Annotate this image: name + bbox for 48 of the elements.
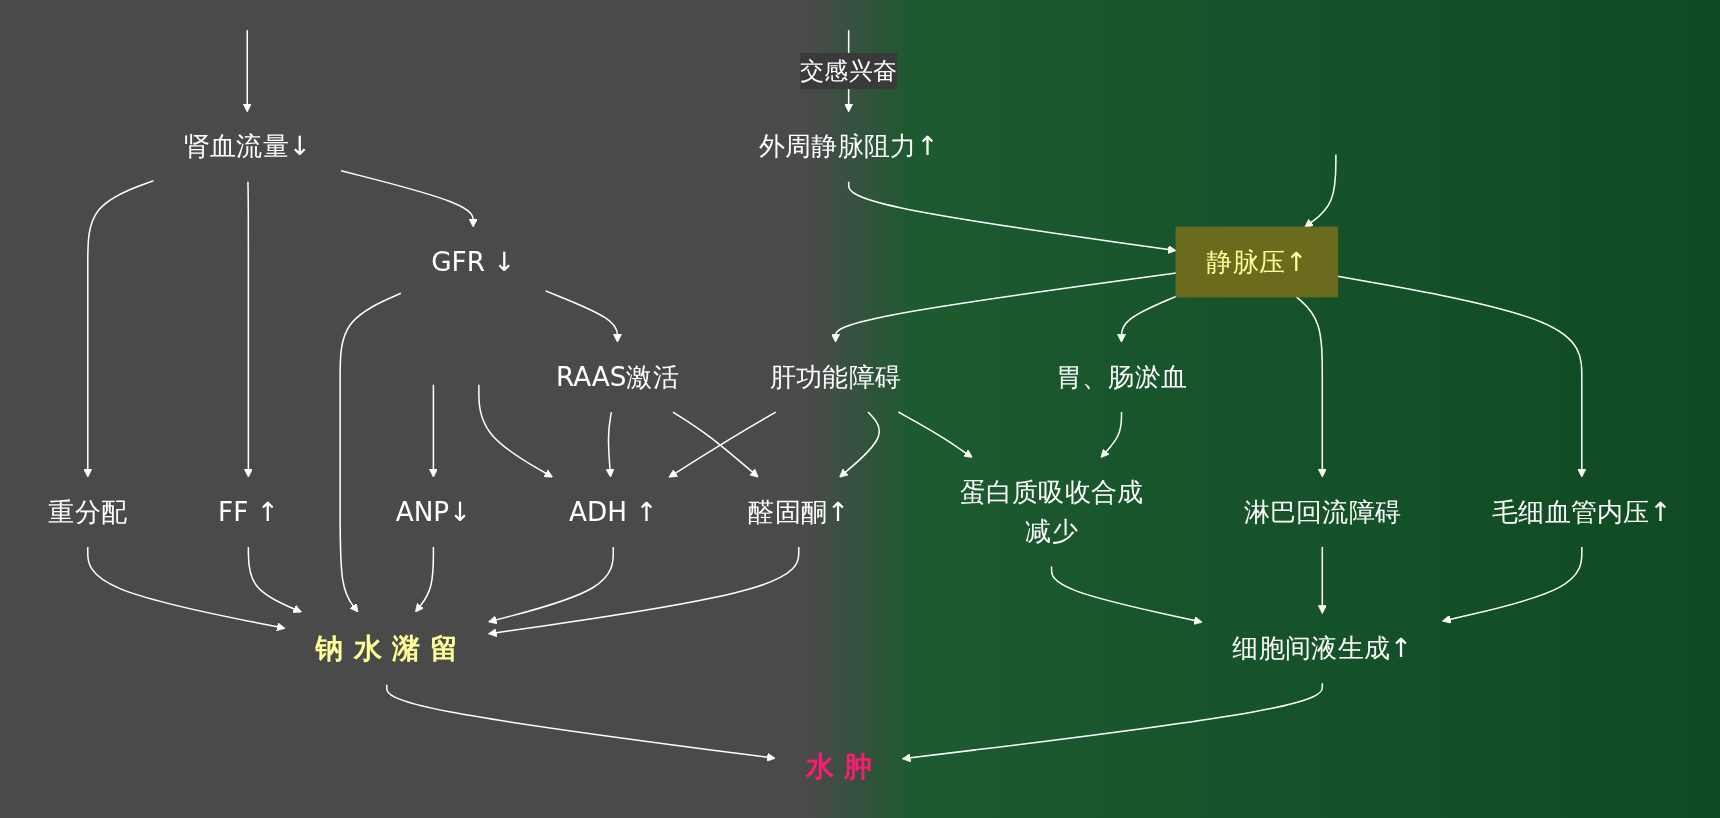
arrow xyxy=(386,684,776,762)
arrow xyxy=(901,682,1324,763)
arrow xyxy=(847,180,1177,254)
arrow xyxy=(897,411,973,458)
arrow xyxy=(243,180,253,478)
arrow xyxy=(428,384,438,478)
arrow xyxy=(339,292,402,613)
node-text: 蛋白质吸收合成减少 xyxy=(959,476,1144,547)
arrow xyxy=(242,29,252,113)
arrow xyxy=(488,546,614,625)
arrow xyxy=(83,180,155,478)
arrow xyxy=(1050,565,1203,625)
node-text: 水 肿 xyxy=(805,749,872,783)
node-text: 毛细血管内压↑ xyxy=(1492,496,1672,527)
arrow xyxy=(87,546,286,632)
node-text: 重分配 xyxy=(48,496,128,527)
node-text: 胃、肠淤血 xyxy=(1055,361,1188,392)
arrow xyxy=(1117,295,1177,343)
node-text: 醛固酮↑ xyxy=(748,496,850,527)
arrow xyxy=(415,546,435,613)
node-text: 细胞间液生成↑ xyxy=(1232,632,1413,664)
edge-label: 交感兴奋 xyxy=(800,56,898,86)
node-text: 肝功能障碍 xyxy=(769,361,902,392)
arrow xyxy=(831,272,1177,343)
node-text: GFR ↓ xyxy=(431,246,516,277)
arrow xyxy=(1304,153,1337,228)
node-text: ANP↓ xyxy=(395,496,472,527)
arrow xyxy=(1442,546,1583,624)
arrow xyxy=(668,411,777,478)
node-text: 外周静脉阻力↑ xyxy=(758,131,939,162)
node-text: 肾血流量↓ xyxy=(183,131,311,162)
arrow xyxy=(544,290,622,343)
arrow xyxy=(478,384,554,478)
arrow xyxy=(488,546,800,638)
node-text: ADH ↑ xyxy=(569,496,658,527)
node-box: 静脉压↑ xyxy=(1175,226,1339,298)
arrow xyxy=(1295,296,1327,478)
arrow xyxy=(672,411,759,478)
node-text: 淋巴回流障碍 xyxy=(1243,496,1402,527)
arrow xyxy=(839,411,880,478)
arrow xyxy=(247,546,302,613)
node-text: 钠 水 潴 留 xyxy=(315,631,459,665)
arrow xyxy=(1317,546,1327,614)
arrow xyxy=(605,411,615,478)
arrow xyxy=(1100,411,1123,458)
arrow xyxy=(340,170,478,228)
node-text: FF ↑ xyxy=(218,496,279,527)
node-text: RAAS激活 xyxy=(555,361,680,392)
